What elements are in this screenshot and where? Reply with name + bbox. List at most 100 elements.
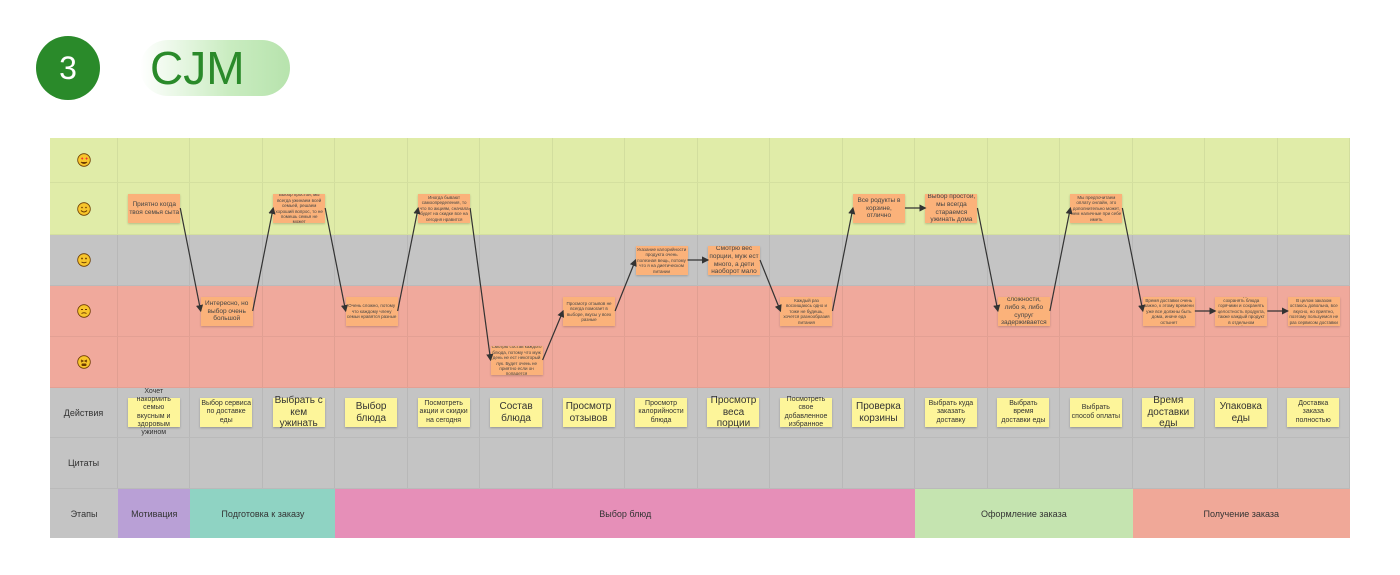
grid-cell xyxy=(1133,337,1206,387)
grid-cell xyxy=(843,138,916,182)
grid-cell xyxy=(843,438,916,488)
grid-cell xyxy=(1060,235,1133,285)
grid-cell xyxy=(1060,138,1133,182)
stage-0: Мотивация xyxy=(118,489,191,538)
grid-cell xyxy=(698,337,771,387)
emotion-sticky[interactable]: Иногда бывают самоопределения, то что по… xyxy=(418,194,471,223)
stage-1: Подготовка к заказу xyxy=(190,489,336,538)
grid-cell xyxy=(480,138,553,182)
action-sticky[interactable]: Просмотр веса порции xyxy=(707,395,760,429)
grid-cell xyxy=(190,183,263,234)
grid-cell: Выбрать время доставки еды xyxy=(988,388,1061,437)
action-sticky[interactable]: Упаковка еды xyxy=(1214,398,1267,427)
emotion-sticky[interactable]: Просмотр отзывов не всегда помогает в вы… xyxy=(563,297,616,326)
grid-cell: Просмотр отзывов xyxy=(553,388,626,437)
grid-cell xyxy=(988,438,1061,488)
grid-cell xyxy=(1205,235,1278,285)
section-number: 3 xyxy=(59,49,77,86)
emotion-sticky[interactable]: Смотрю вес порции, муж ест много, а дети… xyxy=(708,246,760,275)
action-sticky[interactable]: Выбрать куда заказать доставку xyxy=(924,398,977,427)
grid-cell: Упаковка еды xyxy=(1205,388,1278,437)
smile-icon xyxy=(50,183,118,234)
action-sticky[interactable]: Состав блюда xyxy=(490,398,543,427)
grid-cell xyxy=(263,286,336,336)
grid-cell: Проверка корзины xyxy=(843,388,916,437)
grid-cell xyxy=(770,138,843,182)
action-sticky[interactable]: Выбор блюда xyxy=(345,398,398,427)
emotion-sticky[interactable]: Каждый раз восхищаюсь одно и тоже не буд… xyxy=(780,297,833,326)
grid-cell xyxy=(335,235,408,285)
action-sticky[interactable]: Выбор сервиса по доставке еды xyxy=(200,398,253,427)
grid-cell xyxy=(1133,138,1206,182)
section-title: CJM xyxy=(150,42,245,94)
emotion-row-tired xyxy=(50,337,1350,388)
grid-cell xyxy=(553,235,626,285)
grid-cell xyxy=(915,138,988,182)
grid-cell xyxy=(553,183,626,234)
grid-cell xyxy=(1205,138,1278,182)
action-sticky[interactable]: Выбрать способ оплаты xyxy=(1069,398,1122,427)
grid-cell xyxy=(480,286,553,336)
grid-cell xyxy=(118,286,191,336)
grid-cell xyxy=(480,183,553,234)
action-sticky[interactable]: Посмотреть свое добавленное избранное xyxy=(779,396,832,428)
grid-cell: Выбор блюда xyxy=(335,388,408,437)
grid-cell xyxy=(335,337,408,387)
emotion-sticky[interactable]: Очень сложно, потому что каждому члену с… xyxy=(345,297,398,326)
emotion-sticky[interactable]: Выбор простой, мы всегда ужинаем всей се… xyxy=(273,194,326,223)
emotion-sticky[interactable]: Время доставки очень важно, к этому врем… xyxy=(1142,297,1195,326)
stage-3: Оформление заказа xyxy=(915,489,1133,538)
grid-cell: Состав блюда xyxy=(480,388,553,437)
grid-cell xyxy=(625,138,698,182)
emotion-sticky[interactable]: Упаковка должна сохранять блюда горячими… xyxy=(1215,297,1268,326)
grid-cell xyxy=(480,438,553,488)
grid-cell xyxy=(1278,438,1350,488)
action-sticky[interactable]: Время доставки еды xyxy=(1142,395,1195,429)
grid-cell: Выбор сервиса по доставке еды xyxy=(190,388,263,437)
emotion-sticky[interactable]: Интересно, но выбор очень большой xyxy=(200,297,253,326)
quotes-row-label: Цитаты xyxy=(50,438,118,488)
action-sticky[interactable]: Выбрать с кем ужинать xyxy=(272,395,325,430)
grid-cell xyxy=(1133,438,1206,488)
grid-cell xyxy=(843,235,916,285)
grid-cell xyxy=(408,235,481,285)
emotion-sticky[interactable]: Все родукты в корзине, отлично xyxy=(852,194,905,223)
emotion-sticky[interactable]: Приятно когда твоя семья сыта xyxy=(128,194,181,223)
grid-cell xyxy=(263,235,336,285)
grid-cell xyxy=(1205,438,1278,488)
grid-cell xyxy=(988,337,1061,387)
grid-cell xyxy=(263,438,336,488)
action-sticky[interactable]: Посмотреть акции и скидки на сегодня xyxy=(417,398,470,427)
action-sticky[interactable]: Выбрать время доставки еды xyxy=(997,398,1050,427)
emotion-sticky[interactable]: Мы предпочитаем оплату онлайн, это допол… xyxy=(1070,194,1123,223)
grid-cell: Просмотр веса порции xyxy=(698,388,771,437)
grid-cell xyxy=(625,337,698,387)
grid-cell xyxy=(698,438,771,488)
grid-cell xyxy=(408,286,481,336)
emotion-sticky[interactable]: Выбор простой, мы всегда стараемся ужина… xyxy=(925,194,978,223)
grid-cell xyxy=(480,235,553,285)
action-sticky[interactable]: Хочет накормить семью вкусным и здоровым… xyxy=(127,388,180,436)
grid-cell xyxy=(118,337,191,387)
grid-cell xyxy=(1278,286,1350,336)
action-sticky[interactable]: Просмотр калорийности блюда xyxy=(635,398,688,427)
emotion-sticky[interactable]: Смотрю состав каждого блюда, потому что … xyxy=(490,346,543,375)
action-sticky[interactable]: Просмотр отзывов xyxy=(562,398,615,427)
neutral-icon xyxy=(50,235,118,285)
emotion-sticky[interactable]: Бывают сложности, либо я, либо супруг за… xyxy=(997,297,1050,326)
grid-cell xyxy=(988,138,1061,182)
emotion-sticky[interactable]: Указание калорийности продукта очень пол… xyxy=(635,246,688,275)
grid-cell xyxy=(988,183,1061,234)
action-sticky[interactable]: Доставка заказа полностью xyxy=(1287,398,1340,427)
grid-cell xyxy=(770,183,843,234)
grid-cell xyxy=(915,438,988,488)
emotion-sticky[interactable]: В целом заказом остаюсь довольна, все вк… xyxy=(1287,297,1340,326)
stage-4: Получение заказа xyxy=(1132,489,1350,538)
grid-cell xyxy=(1060,438,1133,488)
grid-cell xyxy=(1133,183,1206,234)
grid-cell xyxy=(988,235,1061,285)
stages-row-label: Этапы xyxy=(50,489,118,538)
grid-cell: Посмотреть акции и скидки на сегодня xyxy=(408,388,481,437)
action-sticky[interactable]: Проверка корзины xyxy=(852,398,905,427)
